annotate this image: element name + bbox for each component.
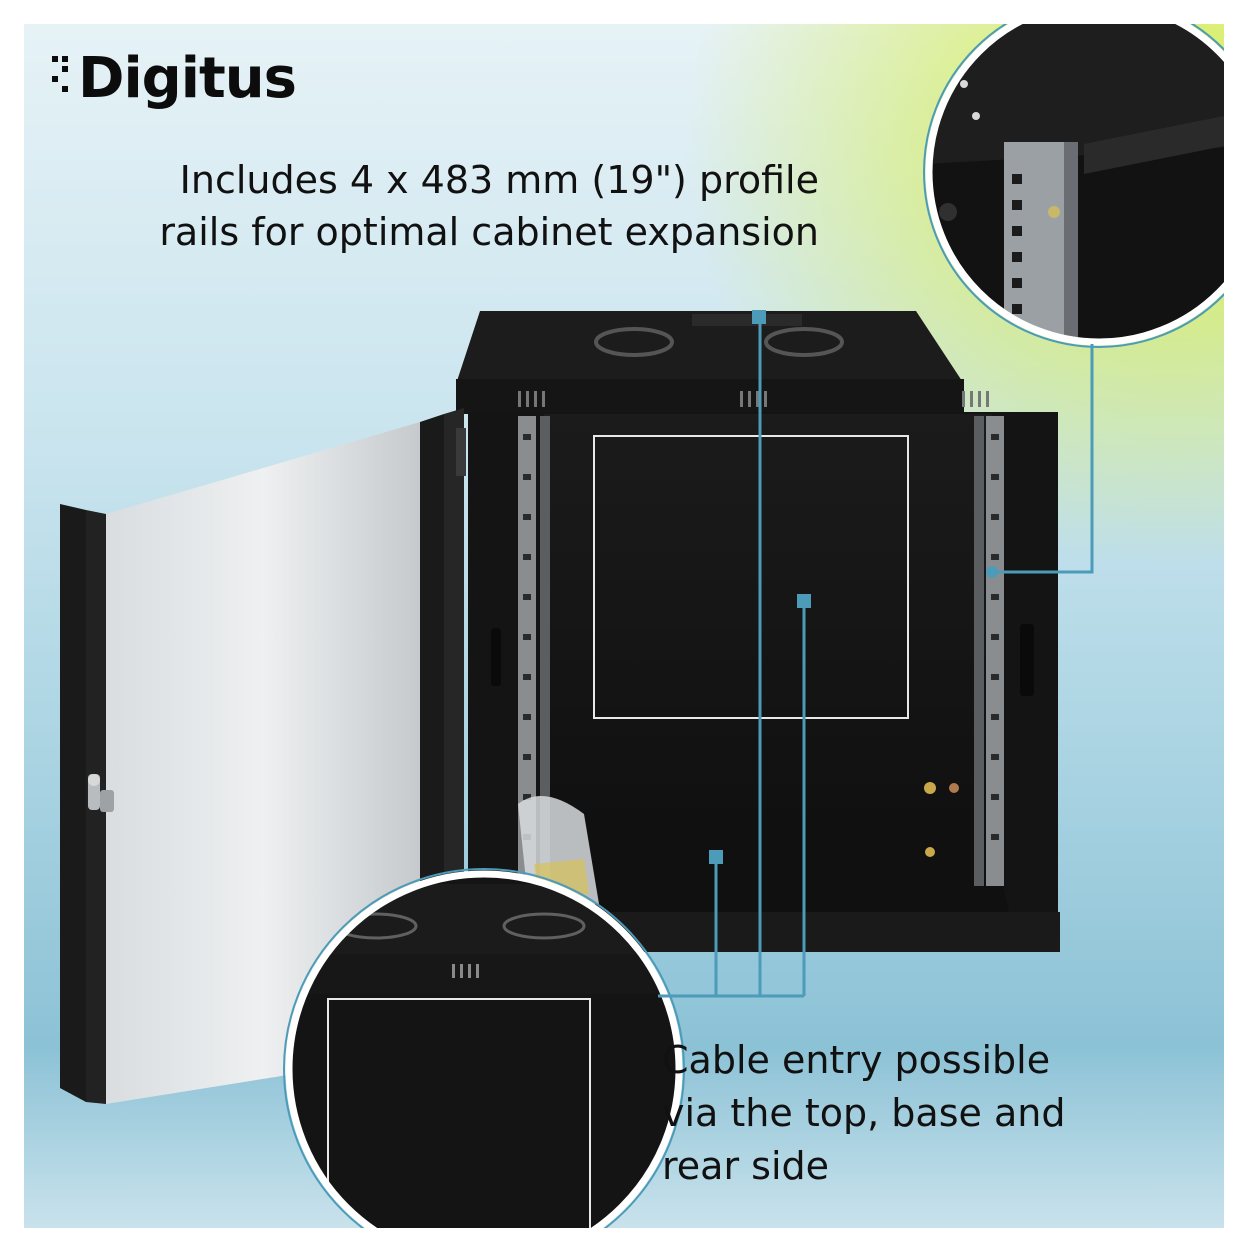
cabinet-top [456, 311, 989, 414]
rails-caption-line-2: rails for optimal cabinet expansion [159, 210, 819, 254]
cabinet-body [468, 412, 1060, 952]
callout-lines [658, 316, 1094, 998]
product-image: Digitus Includes 4 x 483 mm (19") profil… [24, 24, 1224, 1228]
logo-dots-icon [52, 56, 68, 92]
cable-entry-caption: Cable entry possible via the top, base a… [662, 1034, 1065, 1193]
logo-wordmark: Digitus [78, 46, 297, 111]
cabinet-illustration [60, 24, 1224, 1228]
rails-caption-line-1: Includes 4 x 483 mm (19") profile [179, 158, 819, 202]
cable-caption-line-3: rear side [662, 1144, 830, 1188]
cable-caption-line-1: Cable entry possible [662, 1038, 1051, 1082]
callout-markers [709, 310, 998, 864]
top-detail-callout [283, 868, 685, 1228]
rail-detail-callout [923, 24, 1224, 348]
cable-caption-line-2: via the top, base and [662, 1091, 1066, 1135]
rails-caption: Includes 4 x 483 mm (19") profile rails … [159, 154, 819, 258]
